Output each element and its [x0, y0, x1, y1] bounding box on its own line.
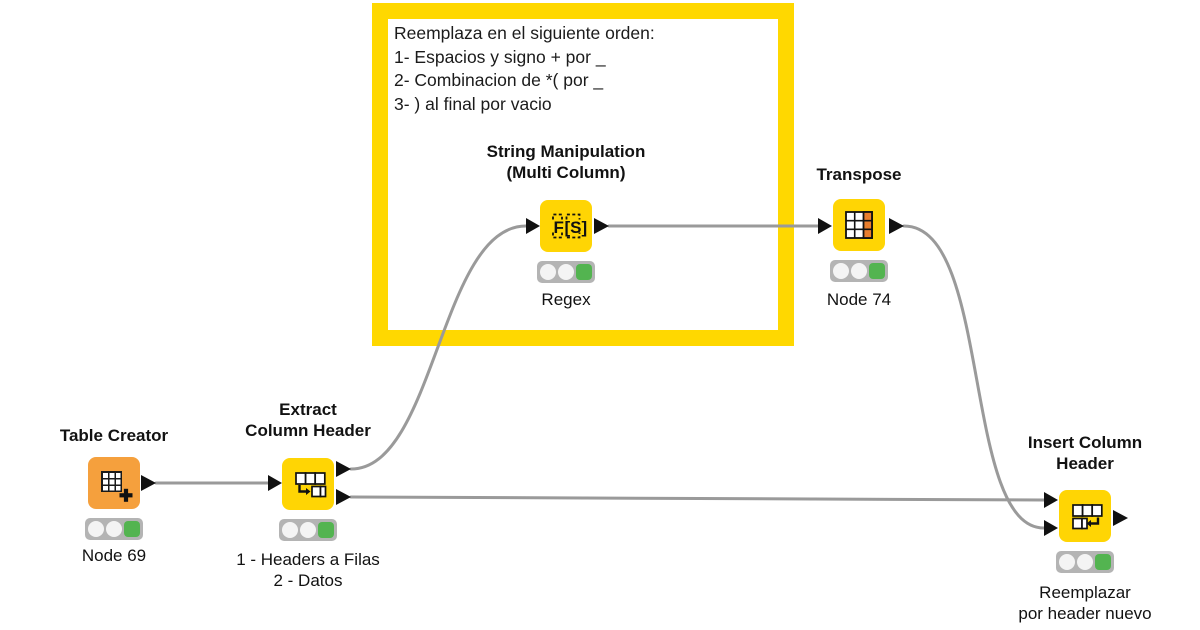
status-light-red — [833, 263, 849, 279]
svg-text:[S]: [S] — [565, 218, 588, 237]
status-light-green — [318, 522, 334, 538]
node-extract-column-header[interactable] — [282, 458, 334, 510]
wire-extract-to-stringmanip[interactable] — [349, 224, 528, 471]
node-title-extract-column-header: Extract Column Header — [245, 400, 371, 440]
port-out-transpose[interactable] — [889, 218, 904, 234]
status-light-green — [1095, 554, 1111, 570]
workflow-annotation[interactable]: Reemplaza en el siguiente orden: 1- Espa… — [372, 3, 794, 346]
svg-text:F: F — [554, 218, 564, 237]
node-label-table-creator[interactable]: Node 69 — [81, 546, 147, 565]
node-title-string-manipulation: String Manipulation (Multi Column) — [486, 142, 646, 182]
node-table-creator[interactable] — [88, 457, 140, 509]
node-label-transpose[interactable]: Node 74 — [826, 290, 892, 309]
port-in-string-manipulation[interactable] — [526, 218, 540, 234]
status-light-yellow — [851, 263, 867, 279]
status-light-yellow — [300, 522, 316, 538]
node-title-transpose: Transpose — [816, 165, 902, 184]
node-label-string-manipulation[interactable]: Regex — [541, 290, 591, 309]
port-in-transpose[interactable] — [818, 218, 832, 234]
node-insert-column-header[interactable] — [1059, 490, 1111, 542]
status-light-red — [1059, 554, 1075, 570]
port-in1-insert-column-header[interactable] — [1044, 492, 1058, 508]
port-in-extract-column-header[interactable] — [268, 475, 282, 491]
wire-transpose-to-insertheader[interactable] — [902, 224, 1046, 530]
port-in2-insert-column-header[interactable] — [1044, 520, 1058, 536]
status-traffic-light — [830, 260, 888, 282]
node-transpose[interactable] — [833, 199, 885, 251]
status-light-yellow — [558, 264, 574, 280]
extract-column-header-icon — [295, 472, 327, 498]
status-light-green — [124, 521, 140, 537]
status-light-red — [540, 264, 556, 280]
table-creator-icon — [101, 471, 133, 502]
node-title-table-creator: Table Creator — [59, 426, 169, 445]
node-label-extract-column-header[interactable]: 1 - Headers a Filas 2 - Datos — [236, 550, 380, 590]
status-traffic-light — [537, 261, 595, 283]
annotation-text: Reemplaza en el siguiente orden: 1- Espa… — [394, 23, 655, 114]
status-light-red — [282, 522, 298, 538]
port-out-insert-column-header[interactable] — [1113, 510, 1128, 526]
wire-extract-to-insertheader[interactable] — [349, 495, 1046, 502]
string-manipulation-icon: F [S] — [552, 213, 588, 239]
port-out-table-creator[interactable] — [141, 475, 156, 491]
status-traffic-light — [279, 519, 337, 541]
status-light-yellow — [1077, 554, 1093, 570]
node-label-insert-column-header[interactable]: Reemplazar por header nuevo — [1018, 583, 1152, 623]
insert-column-header-icon — [1072, 504, 1103, 530]
port-out2-extract-column-header[interactable] — [336, 489, 351, 505]
transpose-icon — [845, 211, 873, 239]
port-out1-extract-column-header[interactable] — [336, 461, 351, 477]
node-title-insert-column-header: Insert Column Header — [1027, 433, 1143, 473]
node-string-manipulation[interactable]: F [S] — [540, 200, 592, 252]
status-traffic-light — [85, 518, 143, 540]
status-light-red — [88, 521, 104, 537]
status-light-green — [869, 263, 885, 279]
status-traffic-light — [1056, 551, 1114, 573]
status-light-yellow — [106, 521, 122, 537]
port-out-string-manipulation[interactable] — [594, 218, 609, 234]
status-light-green — [576, 264, 592, 280]
